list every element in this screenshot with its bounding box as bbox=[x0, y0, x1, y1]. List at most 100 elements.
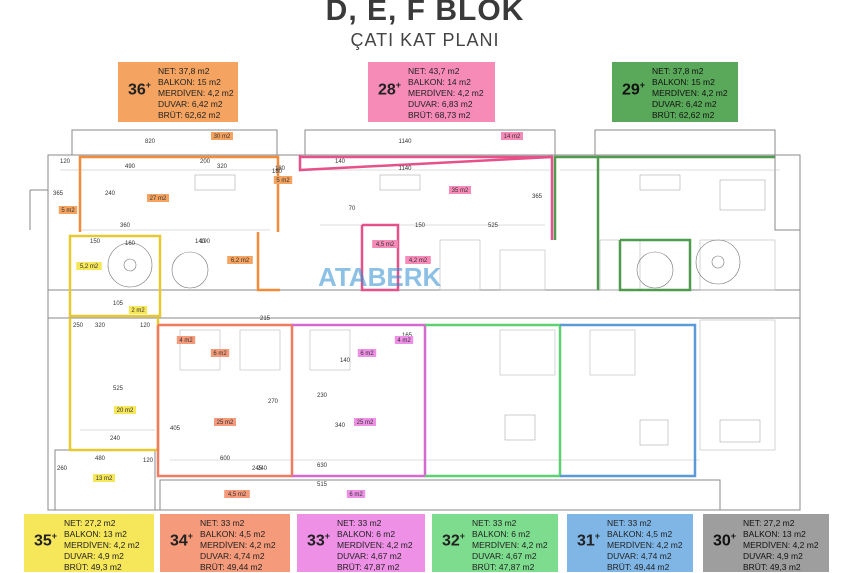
dimension-label: 600 bbox=[220, 456, 231, 462]
page-subtitle: ÇATI KAT PLANI bbox=[350, 30, 500, 50]
area-label: 6 m2 bbox=[213, 351, 227, 357]
area-badge: 6,2 m2 bbox=[227, 256, 253, 264]
dimension-label: 480 bbox=[95, 456, 106, 462]
dimension-label: 190 bbox=[200, 239, 211, 245]
dimension-label: 270 bbox=[268, 399, 279, 405]
area-label: 6,2 m2 bbox=[231, 258, 250, 264]
watermark-brand: ATABERK bbox=[318, 262, 441, 292]
unit-info-line: NET: 37,8 m2 bbox=[158, 66, 210, 76]
dimension-label: 140 bbox=[335, 159, 346, 165]
area-badge: 6 m2 bbox=[346, 490, 366, 498]
unit-info-line: MERDİVEN: 4,2 m2 bbox=[472, 540, 548, 550]
unit-number: 34+ bbox=[170, 531, 194, 550]
dimension-label: 140 bbox=[195, 239, 206, 245]
page-title: D, E, F BLOK bbox=[325, 0, 525, 27]
area-badge: 25 m2 bbox=[354, 418, 376, 426]
dimension-label: 240 bbox=[257, 466, 268, 472]
dimension-label: 525 bbox=[113, 386, 124, 392]
area-label: 4 m2 bbox=[179, 338, 193, 344]
dimension-label: 140 bbox=[340, 358, 351, 364]
area-badge: 4,5 m2 bbox=[372, 240, 398, 248]
unit-info-line: MERDİVEN: 4,2 m2 bbox=[337, 540, 413, 550]
area-label: 4 m2 bbox=[397, 338, 411, 344]
area-label: 27 m2 bbox=[150, 196, 167, 202]
dimension-label: 515 bbox=[317, 482, 328, 488]
area-label: 5,2 m2 bbox=[80, 264, 99, 270]
dimension-label: 120 bbox=[140, 323, 151, 329]
area-badge: 5,2 m2 bbox=[76, 262, 102, 270]
area-label: 5 m2 bbox=[61, 208, 75, 214]
area-badge: 25 m2 bbox=[214, 418, 236, 426]
dimension-label: 180 bbox=[275, 166, 286, 172]
unit-28-outline bbox=[298, 155, 554, 240]
unit-info-line: BRÜT: 49,3 m2 bbox=[743, 562, 801, 572]
unit-info-line: MERDİVEN: 4,2 m2 bbox=[652, 88, 728, 98]
unit-number: 28+ bbox=[378, 80, 402, 99]
unit-info-line: NET: 33 m2 bbox=[337, 518, 382, 528]
unit-35-stair bbox=[68, 234, 162, 318]
dimension-label: 365 bbox=[532, 194, 543, 200]
area-badge: 2 m2 bbox=[128, 306, 148, 314]
unit-info-line: BALKON: 4,5 m2 bbox=[200, 529, 266, 539]
area-badge: 6 m2 bbox=[357, 349, 377, 357]
area-badge: 4,2 m2 bbox=[405, 256, 431, 264]
unit-info-line: DUVAR: 4,9 m2 bbox=[743, 551, 803, 561]
area-badge: 20 m2 bbox=[114, 406, 136, 414]
dimension-label: 230 bbox=[317, 393, 328, 399]
unit-info-line: BALKON: 15 m2 bbox=[652, 77, 715, 87]
unit-info-line: MERDİVEN: 4,2 m2 bbox=[158, 88, 234, 98]
dimension-label: 250 bbox=[73, 323, 84, 329]
area-badge: 6 m2 bbox=[210, 349, 230, 357]
building-outline bbox=[29, 129, 801, 511]
unit-36-outline-b bbox=[256, 232, 280, 292]
unit-info-line: MERDİVEN: 4,2 m2 bbox=[408, 88, 484, 98]
dimension-label: 1140 bbox=[399, 166, 413, 172]
unit-info-line: NET: 27,2 m2 bbox=[64, 518, 116, 528]
dimension-label: 260 bbox=[57, 466, 68, 472]
unit-info-line: BRÜT: 68,73 m2 bbox=[408, 110, 471, 120]
unit-info-line: DUVAR: 4,67 m2 bbox=[337, 551, 402, 561]
dimension-label: 70 bbox=[349, 206, 356, 212]
unit-info-line: BRÜT: 62,62 m2 bbox=[652, 110, 715, 120]
dimension-label: 320 bbox=[95, 323, 106, 329]
dimension-label: 365 bbox=[53, 191, 64, 197]
unit-number: 36+ bbox=[128, 80, 152, 99]
unit-info-line: BRÜT: 49,44 m2 bbox=[607, 562, 670, 572]
dimension-label: 820 bbox=[145, 139, 156, 145]
unit-33-outline bbox=[292, 323, 427, 478]
dimension-label: 240 bbox=[105, 191, 116, 197]
area-label: 4,2 m2 bbox=[409, 258, 428, 264]
unit-info-line: BALKON: 6 m2 bbox=[472, 529, 531, 539]
area-label: 13 m2 bbox=[96, 476, 113, 482]
unit-info-line: MERDİVEN: 4,2 m2 bbox=[64, 540, 140, 550]
area-label: 4,5 m2 bbox=[376, 242, 395, 248]
dimension-label: 120 bbox=[143, 458, 154, 464]
unit-info-line: BRÜT: 62,62 m2 bbox=[158, 110, 221, 120]
dimension-label: 525 bbox=[488, 223, 499, 229]
unit-info-line: BALKON: 4,5 m2 bbox=[607, 529, 673, 539]
area-label: 25 m2 bbox=[357, 420, 374, 426]
area-label: 35 m2 bbox=[452, 188, 469, 194]
unit-info-line: NET: 33 m2 bbox=[472, 518, 517, 528]
unit-info-line: BRÜT: 49,44 m2 bbox=[200, 562, 263, 572]
dimension-label: 200 bbox=[200, 159, 211, 165]
unit-number: 35+ bbox=[34, 531, 58, 550]
dimension-label: 405 bbox=[170, 426, 181, 432]
dimension-label: 320 bbox=[217, 164, 228, 170]
area-label: 20 m2 bbox=[117, 408, 134, 414]
unit-info-line: BALKON: 13 m2 bbox=[64, 529, 127, 539]
dimension-label: 150 bbox=[415, 223, 426, 229]
unit-info-line: DUVAR: 4,74 m2 bbox=[607, 551, 672, 561]
unit-36-outline bbox=[78, 155, 280, 232]
area-label: 25 m2 bbox=[217, 420, 234, 426]
dimension-label: 630 bbox=[317, 463, 328, 469]
unit-info-line: BRÜT: 49,3 m2 bbox=[64, 562, 122, 572]
area-badge: 27 m2 bbox=[147, 194, 169, 202]
unit-info-line: NET: 43,7 m2 bbox=[408, 66, 460, 76]
